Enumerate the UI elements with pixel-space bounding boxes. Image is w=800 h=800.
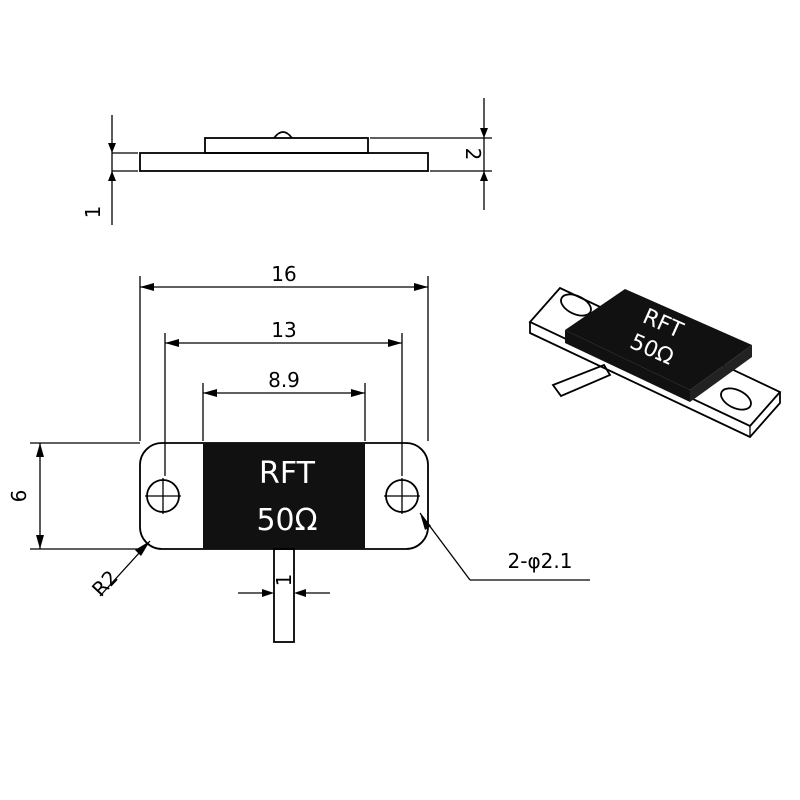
iso-body-front	[690, 345, 752, 402]
isometric-view: RFT 50Ω	[528, 286, 782, 439]
dim-holes-label: 2-φ2.1	[508, 549, 573, 573]
arrow-icon	[203, 389, 217, 397]
dim-hole-spacing-label: 13	[271, 318, 296, 342]
arrow-icon	[351, 389, 365, 397]
dim-lead-width-label: 1	[272, 574, 296, 587]
resistor-lead	[273, 548, 295, 643]
arrow-icon	[36, 535, 44, 549]
arrow-icon	[388, 339, 402, 347]
dim-radius-label: R2	[87, 565, 123, 601]
arrow-icon	[108, 143, 116, 153]
dim-body-width-label: 8.9	[268, 368, 300, 392]
arrow-icon	[414, 283, 428, 291]
arrow-icon	[480, 171, 488, 181]
iso-lead	[551, 363, 612, 398]
arrow-icon	[108, 171, 116, 181]
side-view: 1 2	[81, 98, 492, 225]
arrow-icon	[140, 283, 154, 291]
resistor-body	[203, 443, 365, 549]
arrow-icon	[262, 589, 274, 597]
arrow-icon	[480, 128, 488, 138]
iso-body-side	[565, 330, 690, 402]
body-label-part: RFT	[259, 456, 316, 491]
side-flange	[139, 152, 429, 172]
arrow-icon	[420, 513, 431, 530]
dim-height-label: 6	[7, 490, 31, 503]
iso-hole-left	[560, 293, 592, 317]
arrow-icon	[36, 443, 44, 457]
arrow-icon	[135, 541, 150, 556]
arrow-icon	[294, 589, 306, 597]
side-dim-height-label: 2	[461, 148, 485, 161]
side-lead-bump	[273, 131, 293, 139]
top-view: RFT 50Ω 16 13 8.9 6	[7, 262, 590, 643]
side-body	[204, 137, 369, 154]
side-dim-flange-label: 1	[81, 206, 105, 219]
arrow-icon	[165, 339, 179, 347]
dim-total-length-label: 16	[271, 262, 296, 286]
body-label-value: 50Ω	[256, 503, 317, 538]
iso-hole-right	[720, 387, 752, 411]
iso-body-top	[565, 289, 752, 390]
